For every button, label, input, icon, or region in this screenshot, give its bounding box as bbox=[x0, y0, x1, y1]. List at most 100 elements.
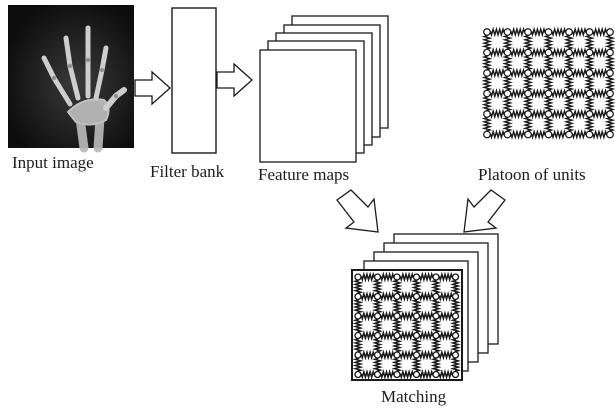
spring-v bbox=[543, 73, 554, 94]
unit-node bbox=[544, 110, 553, 118]
spring-v bbox=[450, 355, 461, 375]
unit-node bbox=[393, 370, 401, 379]
spring-v bbox=[352, 355, 364, 375]
unit-node bbox=[373, 273, 382, 281]
spring-h bbox=[487, 26, 508, 38]
unit-node bbox=[373, 331, 382, 340]
spring-h bbox=[358, 291, 378, 302]
unit-node bbox=[503, 48, 512, 57]
unit-node bbox=[565, 89, 573, 98]
unit-node bbox=[483, 28, 491, 36]
spring-h bbox=[569, 26, 590, 38]
spring-h bbox=[377, 271, 397, 283]
spring-h bbox=[358, 310, 378, 322]
unit-node bbox=[432, 331, 440, 340]
spring-h bbox=[416, 330, 436, 341]
spring-v bbox=[563, 73, 575, 94]
unit-node bbox=[585, 48, 594, 57]
unit-node bbox=[524, 130, 532, 139]
input-image-label: Input image bbox=[12, 153, 94, 172]
spring-h bbox=[487, 47, 508, 58]
spring-h bbox=[358, 349, 378, 361]
spring-h bbox=[589, 129, 610, 140]
spring-h bbox=[487, 108, 508, 120]
unit-node bbox=[432, 351, 440, 359]
spring-v bbox=[430, 335, 442, 355]
spring-h bbox=[436, 349, 456, 361]
unit-node bbox=[354, 370, 362, 379]
spring-h bbox=[397, 291, 417, 302]
matching-grid bbox=[352, 271, 461, 380]
unit-node bbox=[373, 292, 382, 301]
spring-v bbox=[430, 355, 442, 375]
arrow-platoon-to-matching bbox=[463, 189, 506, 233]
spring-h bbox=[487, 129, 508, 140]
unit-node bbox=[606, 48, 614, 57]
unit-node bbox=[451, 331, 460, 340]
unit-node bbox=[451, 312, 460, 320]
spring-h bbox=[397, 369, 417, 380]
spring-v bbox=[604, 32, 615, 53]
spring-v bbox=[543, 32, 554, 53]
spring-h bbox=[507, 129, 528, 140]
spring-v bbox=[411, 335, 422, 355]
spring-v bbox=[391, 335, 403, 355]
unit-node bbox=[373, 351, 382, 359]
unit-node bbox=[503, 28, 512, 36]
spring-h bbox=[397, 330, 417, 341]
spring-v bbox=[522, 73, 534, 94]
unit-node bbox=[393, 273, 401, 281]
spring-v bbox=[543, 93, 554, 114]
unit-node bbox=[412, 351, 421, 359]
spring-h bbox=[589, 47, 610, 58]
unit-node bbox=[412, 331, 421, 340]
spring-h bbox=[548, 108, 569, 120]
unit-node bbox=[565, 69, 573, 77]
unit-node bbox=[393, 312, 401, 320]
spring-h bbox=[528, 108, 549, 120]
unit-node bbox=[483, 130, 491, 139]
unit-node bbox=[354, 351, 362, 359]
spring-h bbox=[377, 330, 397, 341]
spring-h bbox=[397, 310, 417, 322]
spring-v bbox=[584, 52, 595, 73]
spring-v bbox=[481, 52, 493, 73]
spring-v bbox=[391, 277, 403, 297]
unit-node bbox=[585, 69, 594, 77]
unit-node bbox=[451, 273, 460, 281]
platoon-label: Platoon of units bbox=[478, 165, 586, 184]
spring-v bbox=[584, 93, 595, 114]
input-image-xray bbox=[8, 5, 134, 153]
spring-v bbox=[450, 335, 461, 355]
spring-v bbox=[411, 296, 422, 316]
spring-h bbox=[507, 26, 528, 38]
spring-v bbox=[543, 114, 554, 135]
spring-v bbox=[604, 52, 615, 73]
spring-h bbox=[528, 67, 549, 79]
platoon-grid bbox=[481, 26, 615, 140]
unit-node bbox=[524, 89, 532, 98]
spring-v bbox=[502, 93, 513, 114]
spring-v bbox=[391, 296, 403, 316]
unit-node bbox=[544, 28, 553, 36]
spring-h bbox=[569, 88, 590, 99]
spring-v bbox=[604, 93, 615, 114]
spring-h bbox=[507, 88, 528, 99]
spring-h bbox=[377, 291, 397, 302]
unit-node bbox=[606, 69, 614, 77]
spring-h bbox=[416, 369, 436, 380]
spring-v bbox=[430, 296, 442, 316]
spring-h bbox=[487, 88, 508, 99]
unit-node bbox=[606, 89, 614, 98]
unit-node bbox=[585, 28, 594, 36]
spring-v bbox=[481, 73, 493, 94]
spring-h bbox=[569, 129, 590, 140]
spring-v bbox=[450, 296, 461, 316]
spring-v bbox=[352, 316, 364, 336]
unit-node bbox=[412, 312, 421, 320]
spring-v bbox=[481, 93, 493, 114]
arrow-features-to-matching bbox=[336, 189, 379, 233]
spring-h bbox=[416, 291, 436, 302]
spring-h bbox=[507, 108, 528, 120]
